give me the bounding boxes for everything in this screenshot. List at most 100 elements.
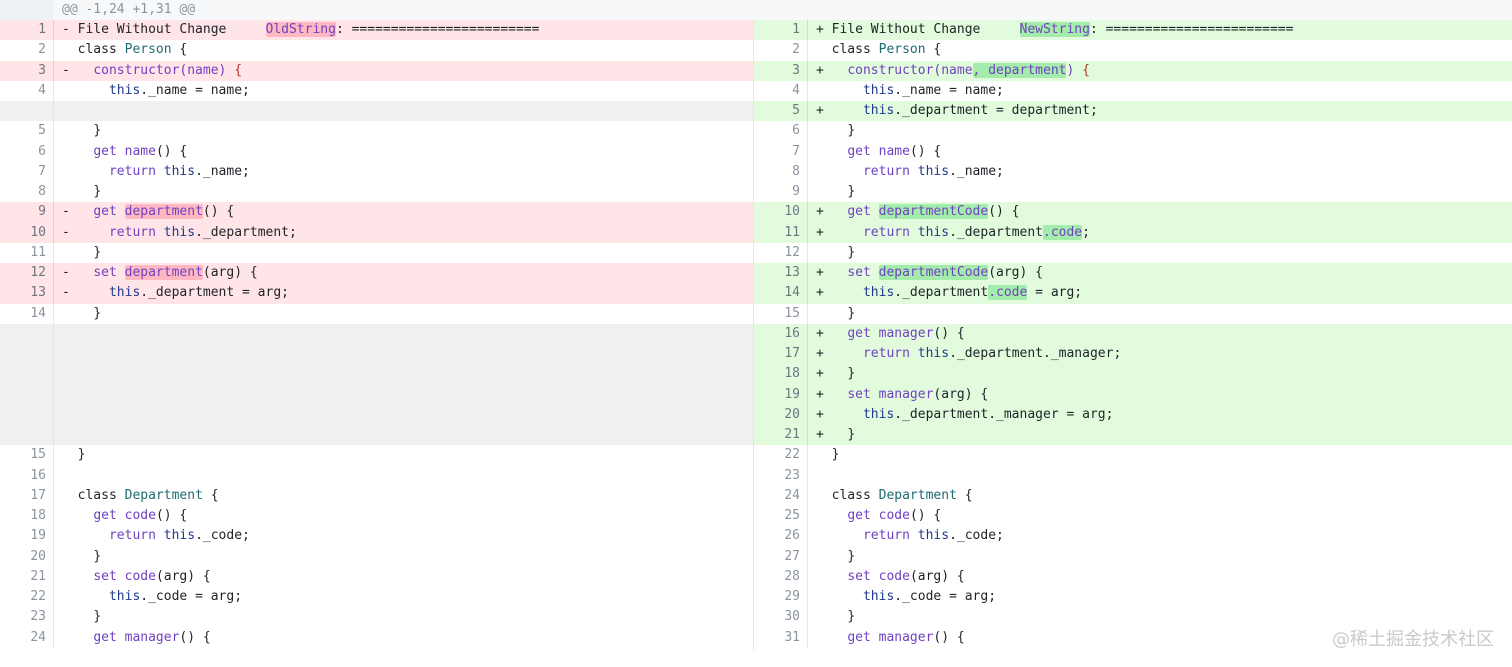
context-line[interactable]: 4 this._name = name; bbox=[754, 80, 1512, 101]
empty-line[interactable] bbox=[0, 364, 753, 385]
inserted-token: , department bbox=[972, 62, 1067, 78]
empty-line[interactable] bbox=[0, 323, 753, 344]
code-token: (arg) { bbox=[988, 265, 1043, 280]
context-line[interactable]: 20 } bbox=[0, 546, 753, 567]
context-line[interactable]: 26 return this._code; bbox=[754, 526, 1512, 547]
code-text: return this._department; bbox=[62, 223, 297, 243]
added-line[interactable]: 5+ this._department = department; bbox=[754, 101, 1512, 122]
context-line[interactable]: 7 get name() { bbox=[754, 141, 1512, 162]
context-line[interactable]: 23 } bbox=[0, 607, 753, 628]
indent bbox=[62, 265, 93, 280]
context-line[interactable]: 27 } bbox=[754, 546, 1512, 567]
line-number: 17 bbox=[30, 487, 46, 503]
code-text: return this._department.code; bbox=[816, 223, 1090, 243]
context-line[interactable]: 19 return this._code; bbox=[0, 526, 753, 547]
code-token: } bbox=[93, 305, 102, 321]
code-token: return bbox=[108, 528, 164, 544]
empty-line[interactable] bbox=[0, 404, 753, 425]
context-line[interactable]: 28 set code(arg) { bbox=[754, 566, 1512, 587]
deleted-line[interactable]: 12- set department(arg) { bbox=[0, 263, 753, 284]
context-line[interactable]: 2 class Person { bbox=[0, 40, 753, 61]
added-line[interactable]: 17+ return this._department._manager; bbox=[754, 344, 1512, 365]
added-line[interactable]: 1+ File Without Change NewString: ======… bbox=[754, 20, 1512, 41]
deleted-line[interactable]: 10- return this._department; bbox=[0, 222, 753, 243]
context-line[interactable]: 8 return this._name; bbox=[754, 161, 1512, 182]
empty-line[interactable] bbox=[0, 344, 753, 365]
gutter-divider bbox=[807, 283, 808, 304]
code-text: } bbox=[816, 607, 855, 627]
gutter-divider bbox=[53, 546, 54, 567]
gutter-divider bbox=[53, 587, 54, 608]
deleted-line[interactable]: 3- constructor(name) { bbox=[0, 60, 753, 81]
context-line[interactable]: 30 } bbox=[754, 607, 1512, 628]
context-line[interactable]: 21 set code(arg) { bbox=[0, 566, 753, 587]
context-line[interactable]: 6 get name() { bbox=[0, 141, 753, 162]
added-line[interactable]: 11+ return this._department.code; bbox=[754, 222, 1512, 243]
code-text: } bbox=[816, 547, 855, 567]
code-token: } bbox=[847, 123, 856, 139]
context-line[interactable]: 17 class Department { bbox=[0, 485, 753, 506]
added-line[interactable]: 13+ set departmentCode(arg) { bbox=[754, 263, 1512, 284]
context-line[interactable]: 7 return this._name; bbox=[0, 161, 753, 182]
gutter-divider bbox=[53, 425, 54, 446]
gutter-divider bbox=[807, 20, 808, 41]
added-line[interactable]: 10+ get departmentCode() { bbox=[754, 202, 1512, 223]
code-text: return this._code; bbox=[816, 526, 1004, 546]
code-text bbox=[62, 101, 78, 121]
deleted-line[interactable]: 9- get department() { bbox=[0, 202, 753, 223]
indent bbox=[816, 366, 847, 381]
line-number: 30 bbox=[784, 609, 800, 625]
indent bbox=[816, 549, 847, 564]
gutter-divider bbox=[807, 121, 808, 142]
context-line[interactable]: 15 } bbox=[0, 445, 753, 466]
context-line[interactable]: 15 } bbox=[754, 303, 1512, 324]
code-token: ._code = arg; bbox=[894, 589, 997, 604]
added-line[interactable]: 14+ this._department.code = arg; bbox=[754, 283, 1512, 304]
context-line[interactable]: 12 } bbox=[754, 242, 1512, 263]
watermark: @稀土掘金技术社区 bbox=[1332, 629, 1494, 650]
context-line[interactable]: 25 get code() { bbox=[754, 506, 1512, 527]
added-marker: + bbox=[816, 285, 824, 301]
context-line[interactable]: 16 bbox=[0, 465, 753, 486]
context-line[interactable]: 8 } bbox=[0, 182, 753, 203]
code-token: get bbox=[93, 204, 125, 220]
empty-line[interactable] bbox=[0, 425, 753, 446]
context-line[interactable]: 5 } bbox=[0, 121, 753, 142]
context-line[interactable]: 18 get code() { bbox=[0, 506, 753, 527]
context-line[interactable]: 2 class Person { bbox=[754, 40, 1512, 61]
code-token: } bbox=[847, 366, 856, 382]
empty-line[interactable] bbox=[0, 101, 753, 122]
added-line[interactable]: 3+ constructor(name, department) { bbox=[754, 60, 1512, 81]
code-token: } bbox=[847, 184, 856, 199]
context-line[interactable]: 22 } bbox=[754, 445, 1512, 466]
deleted-line[interactable]: 1- File Without Change OldString: ======… bbox=[0, 20, 753, 41]
code-token: ._department._manager = arg; bbox=[894, 406, 1114, 422]
context-line[interactable]: 14 } bbox=[0, 303, 753, 324]
context-line[interactable]: 24 get manager() { bbox=[0, 627, 753, 648]
context-line[interactable]: 24 class Department { bbox=[754, 485, 1512, 506]
added-line[interactable]: 19+ set manager(arg) { bbox=[754, 384, 1512, 405]
deleted-line[interactable]: 13- this._department = arg; bbox=[0, 283, 753, 304]
line-number: 5 bbox=[792, 103, 800, 118]
code-token: ._code; bbox=[195, 528, 250, 544]
context-line[interactable]: 23 bbox=[754, 465, 1512, 486]
new-file-pane[interactable]: 1+ File Without Change NewString: ======… bbox=[754, 20, 1512, 650]
context-line[interactable]: 11 } bbox=[0, 242, 753, 263]
context-line[interactable]: 29 this._code = arg; bbox=[754, 587, 1512, 608]
code-token: () { bbox=[155, 143, 188, 159]
added-line[interactable]: 21+ } bbox=[754, 425, 1512, 446]
context-line[interactable]: 31 get manager() { bbox=[754, 627, 1512, 648]
code-text: class Department { bbox=[62, 486, 219, 506]
context-line[interactable]: 6 } bbox=[754, 121, 1512, 142]
context-line[interactable]: 4 this._name = name; bbox=[0, 80, 753, 101]
added-line[interactable]: 20+ this._department._manager = arg; bbox=[754, 404, 1512, 425]
old-file-pane[interactable]: 1- File Without Change OldString: ======… bbox=[0, 20, 754, 650]
added-line[interactable]: 16+ get manager() { bbox=[754, 323, 1512, 344]
line-number: 1 bbox=[38, 22, 46, 37]
added-marker: + bbox=[816, 265, 824, 280]
context-line[interactable]: 9 } bbox=[754, 182, 1512, 203]
added-line[interactable]: 18+ } bbox=[754, 364, 1512, 385]
line-number: 31 bbox=[784, 629, 800, 645]
empty-line[interactable] bbox=[0, 384, 753, 405]
context-line[interactable]: 22 this._code = arg; bbox=[0, 587, 753, 608]
